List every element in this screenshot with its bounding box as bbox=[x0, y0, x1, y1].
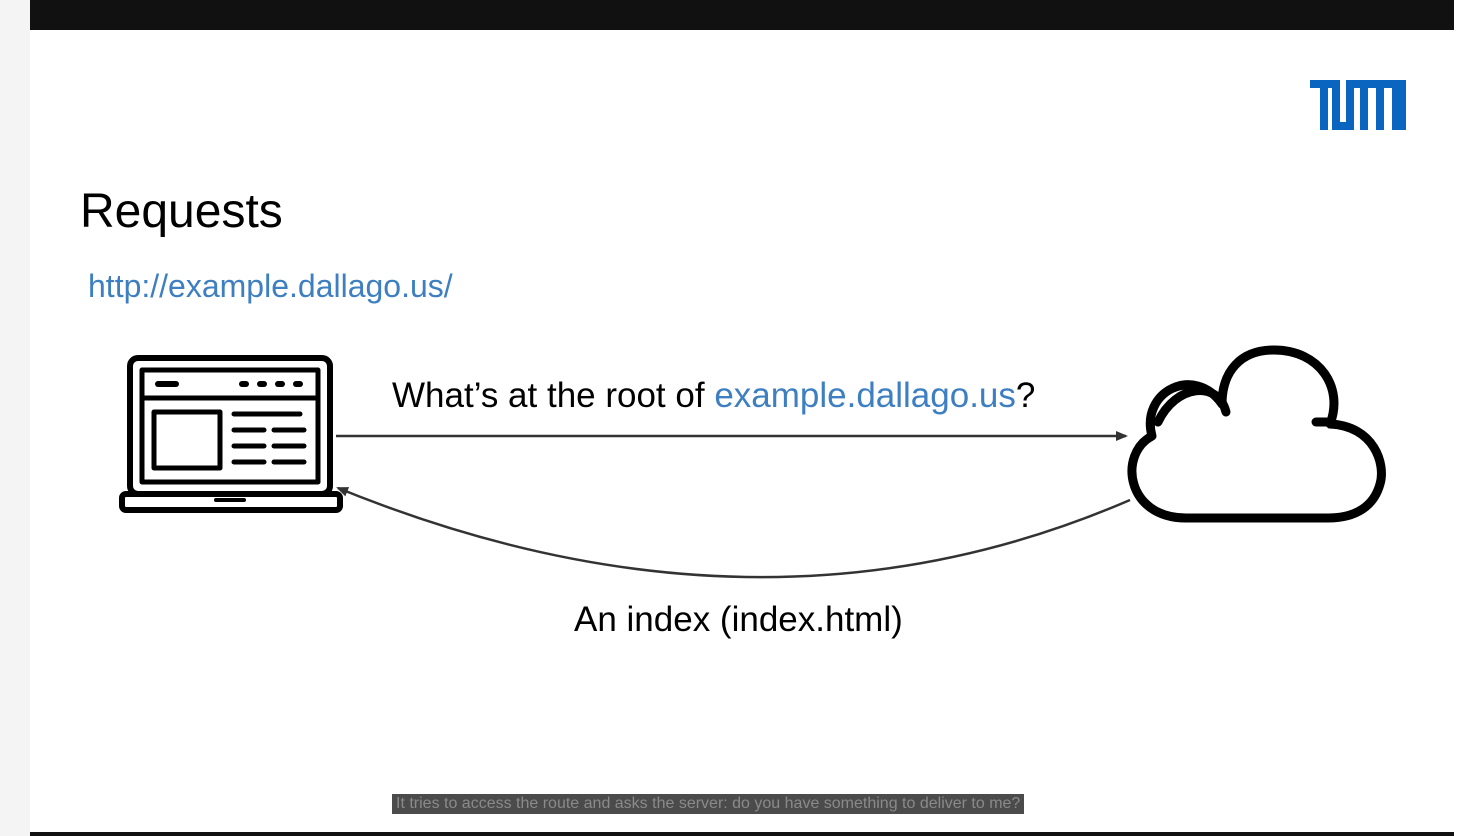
url-text: http://example.dallago.us/ bbox=[88, 268, 453, 304]
subtitle-caption: It tries to access the route and asks th… bbox=[392, 794, 1025, 814]
player-edge bbox=[1454, 0, 1460, 836]
video-bottom-bar bbox=[30, 832, 1454, 836]
video-top-bar bbox=[30, 0, 1454, 30]
tum-logo bbox=[1310, 80, 1406, 130]
laptop-icon bbox=[119, 355, 343, 513]
cloud-server-icon bbox=[1127, 345, 1386, 523]
request-question-mark: ? bbox=[1015, 376, 1036, 415]
request-text: What’s at the root of bbox=[392, 376, 715, 415]
response-label: An index (index.html) bbox=[574, 600, 903, 639]
slide-title: Requests bbox=[80, 185, 283, 238]
request-domain: example.dallago.us bbox=[714, 376, 1016, 415]
request-label: What’s at the root of example.dallago.us… bbox=[392, 376, 1035, 416]
